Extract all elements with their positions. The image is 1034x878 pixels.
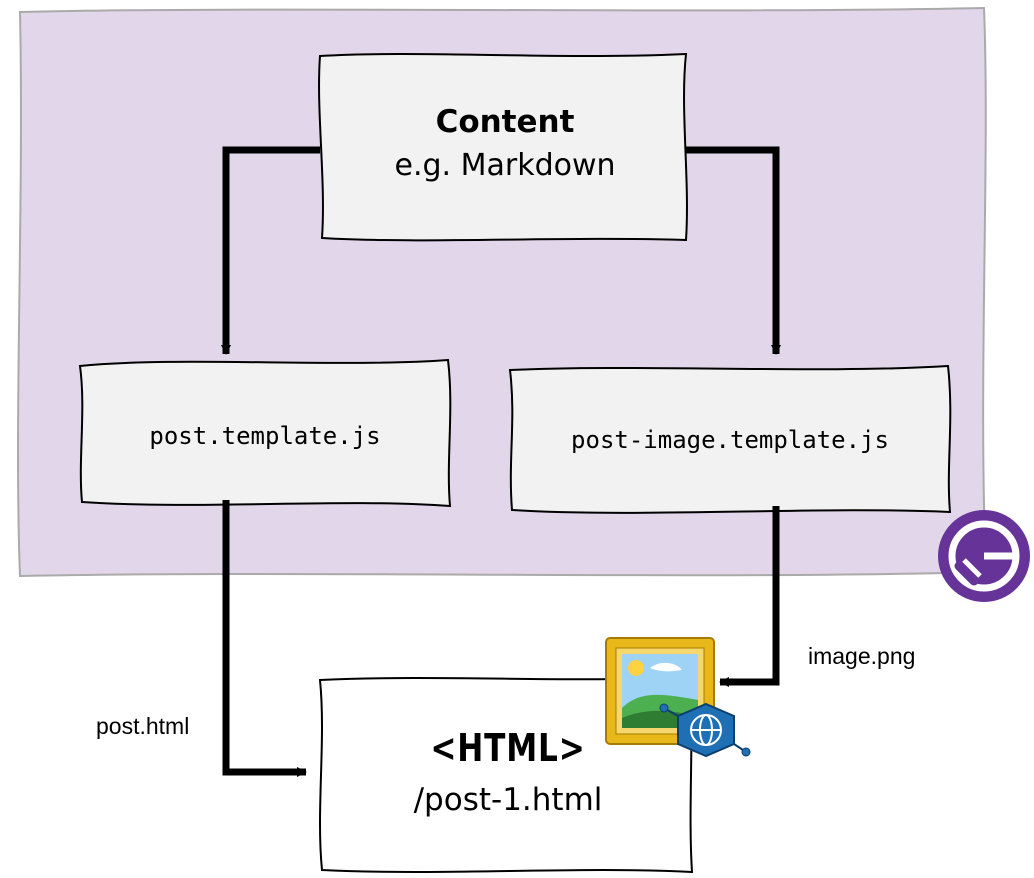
arrow-content-to-post-image-template bbox=[686, 146, 781, 355]
arrow-content-to-post-template bbox=[221, 146, 320, 355]
output-html-tag: <HTML> bbox=[430, 726, 586, 770]
edge-label-post-html: post.html bbox=[96, 713, 190, 739]
post-template-label: post.template.js bbox=[149, 422, 381, 450]
post-template-box[interactable] bbox=[78, 358, 452, 508]
arrow-post-image-template-to-output bbox=[719, 506, 780, 687]
content-box[interactable] bbox=[318, 52, 688, 242]
output-path-label: /post-1.html bbox=[413, 782, 603, 818]
content-node-title: Content bbox=[435, 104, 575, 140]
post-image-template-label: post-image.template.js bbox=[571, 426, 889, 454]
arrow-post-template-to-output bbox=[222, 500, 307, 777]
content-node-subtitle: e.g. Markdown bbox=[394, 148, 616, 183]
post-image-template-box[interactable] bbox=[508, 364, 952, 514]
edge-label-image-png: image.png bbox=[808, 643, 916, 669]
gatsby-logo-icon bbox=[938, 510, 1030, 602]
output-html-box[interactable] bbox=[318, 674, 694, 874]
globe-network-icon bbox=[659, 702, 751, 758]
